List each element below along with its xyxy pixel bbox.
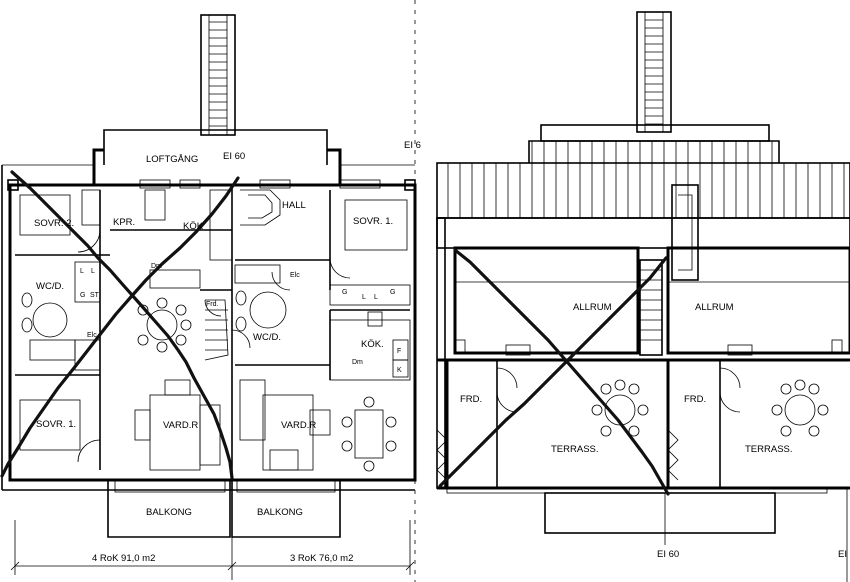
label-kok-left: KÖK bbox=[183, 221, 204, 232]
fixture-l-2: L bbox=[91, 268, 95, 275]
right-cross-out-stroke-a bbox=[453, 248, 670, 496]
label-frd: Frd. bbox=[206, 301, 219, 308]
fixture-g-3: G bbox=[390, 289, 395, 296]
label-frd-right: FRD. bbox=[684, 394, 706, 405]
label-terrass-left: TERRASS. bbox=[551, 444, 599, 455]
fixture-f: F bbox=[397, 348, 401, 355]
left-bath-fixtures bbox=[21, 290, 287, 338]
fixture-g-2: G bbox=[342, 289, 347, 296]
label-sovr2: SOVR. 2. bbox=[34, 218, 74, 229]
left-exterior-walls bbox=[1, 164, 417, 491]
label-ei-6-edge: EI 6 bbox=[404, 140, 421, 151]
fixture-st: ST bbox=[90, 292, 100, 299]
right-cross-out-stroke-b bbox=[438, 256, 668, 488]
left-door-swings bbox=[77, 229, 351, 463]
left-stair-tower bbox=[200, 14, 236, 136]
fixture-elc-1: Elc bbox=[290, 272, 300, 279]
left-inner-stair bbox=[204, 189, 281, 361]
fixture-elc-2: Elc bbox=[87, 332, 97, 339]
left-floor-plan: LOFTGÅNG EI 60 EI 6 SOVR. 2. KPR. KÖK HA… bbox=[0, 0, 421, 582]
left-kitchen-fixtures bbox=[29, 189, 411, 381]
right-jagged-edge-mid bbox=[667, 429, 679, 481]
label-ei-60-top: EI 60 bbox=[223, 151, 245, 162]
label-terrass-right: TERRASS. bbox=[745, 444, 793, 455]
right-terrace-tables bbox=[591, 379, 829, 437]
label-hall: HALL bbox=[282, 200, 306, 211]
fixture-dm-1: Dm bbox=[151, 263, 162, 270]
label-vardr-right: VARD.R bbox=[281, 420, 316, 431]
left-dining-tables bbox=[137, 297, 397, 472]
fixture-dm-2: Dm bbox=[352, 359, 363, 366]
fixture-l-4: L bbox=[374, 294, 378, 301]
left-dimension-lines bbox=[10, 480, 415, 580]
label-vardr-left: VARD.R bbox=[163, 420, 198, 431]
label-wcd-left: WC/D. bbox=[36, 281, 64, 292]
left-interior-walls bbox=[15, 185, 410, 480]
label-ei-60-bottom: EI 60 bbox=[657, 549, 679, 560]
label-allrum-left: ALLRUM bbox=[573, 302, 612, 313]
right-jagged-edge-left bbox=[436, 429, 448, 481]
loftgang-corridor bbox=[92, 129, 342, 185]
right-bottom-railing bbox=[446, 487, 848, 582]
right-allrum-walls bbox=[453, 184, 850, 356]
label-loftgang: LOFTGÅNG bbox=[146, 154, 198, 165]
right-roof bbox=[436, 124, 850, 249]
fixture-l-3: L bbox=[362, 294, 366, 301]
right-stair-tower bbox=[636, 11, 672, 133]
label-ei-edge: EI bbox=[838, 549, 847, 560]
right-floor-plan: ALLRUM ALLRUM FRD. FRD. TERRASS. TERRASS… bbox=[436, 11, 850, 582]
label-wcd-mid: WC/D. bbox=[253, 332, 281, 343]
fixture-g-1: G bbox=[80, 292, 85, 299]
fixture-k: K bbox=[397, 367, 402, 374]
label-kpr: KPR. bbox=[113, 217, 135, 228]
label-allrum-right: ALLRUM bbox=[695, 302, 734, 313]
label-sovr1-right: SOVR. 1. bbox=[353, 216, 393, 227]
label-sovr1-left: SOVR. 1. bbox=[36, 419, 76, 430]
label-frd-left: FRD. bbox=[460, 394, 482, 405]
left-cross-out-stroke-a bbox=[10, 170, 234, 480]
dimension-right-unit: 3 RoK 76,0 m2 bbox=[290, 553, 353, 564]
left-balconies bbox=[107, 479, 341, 538]
left-windows-top bbox=[139, 179, 381, 189]
dimension-left-unit: 4 RoK 91,0 m2 bbox=[92, 553, 155, 564]
label-balkong-right: BALKONG bbox=[257, 507, 303, 518]
fixture-l-1: L bbox=[80, 268, 84, 275]
label-balkong-left: BALKONG bbox=[146, 507, 192, 518]
left-living-furniture bbox=[134, 379, 331, 471]
label-kok-right: KÖK. bbox=[361, 339, 384, 350]
left-cross-out-stroke-b bbox=[0, 176, 240, 478]
